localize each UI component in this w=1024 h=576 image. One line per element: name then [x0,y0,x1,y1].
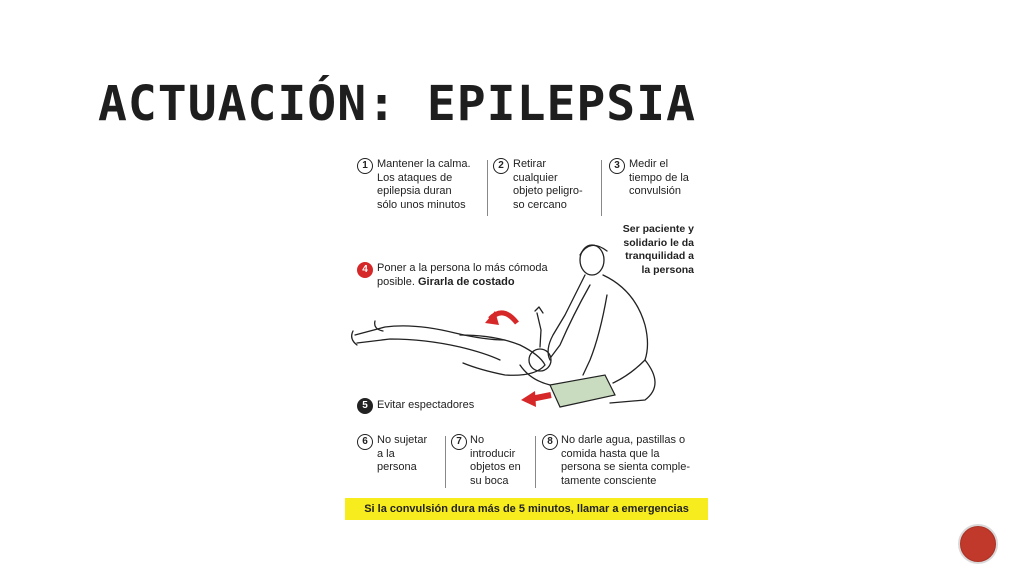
step-3-number: 3 [609,158,625,174]
step-4-text: Poner a la persona lo más cómoda posible… [377,262,587,289]
slide-number-badge [958,524,998,564]
push-arrow-head [521,391,536,407]
patience-note: Ser paciente y solidario le da tranquili… [622,223,694,276]
person-torso [459,334,546,376]
helper-legs [609,359,656,404]
emergency-banner: Si la convulsión dura más de 5 minutos, … [345,498,708,520]
turn-arrow-head [485,311,499,325]
step-3-text: Medir el tiempo de la convulsión [629,158,689,197]
helper-torso [602,274,649,361]
step-6-number: 6 [357,434,373,450]
person-legs-bottom [356,338,501,361]
person-raised-arm [536,312,542,348]
step-7-text: No introducir objetos en su boca [470,434,521,487]
step-7-number: 7 [451,434,467,450]
step-1-text: Mantener la calma. Los ataques de epilep… [377,158,471,211]
step-8-text: No darle agua, pastillas o comida hasta … [561,434,691,487]
person-lower-arm [519,364,551,386]
pillow [549,374,616,408]
helper-arm-2 [582,294,608,376]
helper-hair [579,244,608,256]
step-2-number: 2 [493,158,509,174]
step-1-number: 1 [357,158,373,174]
person-hand [534,306,544,314]
epilepsy-infographic: 1 Mantener la calma. Los ataques de epil… [345,150,710,522]
helper-knee [612,359,646,384]
divider [535,436,536,488]
divider [445,436,446,488]
helper-arm-1 [550,284,591,358]
step-2-text: Retirar cualquier objeto peligro- so cer… [513,158,583,211]
step-4-plain: Poner a la persona lo más cómoda posible… [377,262,548,288]
divider [487,160,488,216]
step-5-text: Evitar espectadores [377,399,475,411]
person-head [528,348,552,372]
person-foot-1 [351,330,358,346]
step-4-number: 4 [357,262,373,278]
helper-back [547,274,586,361]
step-8-number: 8 [542,434,558,450]
person-legs-top [354,325,506,341]
divider [601,160,602,216]
first-aid-illustration [351,244,656,408]
slide-title: ACTUACIÓN: EPILEPSIA [98,76,696,132]
step-5-number: 5 [357,398,373,414]
step-6-text: No sujetar a la persona [377,434,428,473]
person-foot-2 [374,320,384,332]
step-4-bold: Girarla de costado [417,275,515,288]
